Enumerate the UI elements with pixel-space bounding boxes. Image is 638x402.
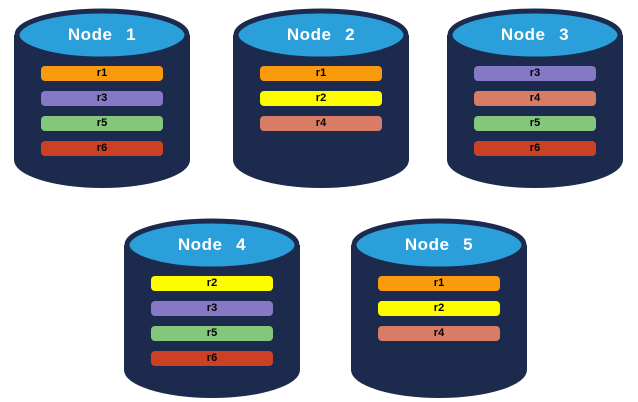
replica-bar-r1: r1 <box>41 66 163 81</box>
replica-bar-r2: r2 <box>378 301 500 316</box>
replica-bar-r6: r6 <box>474 141 596 156</box>
replica-bar-r2: r2 <box>260 91 382 106</box>
node-cylinder: Node 2 r1 r2 r4 <box>231 8 411 190</box>
replica-bar-r6: r6 <box>41 141 163 156</box>
node-title: Node 1 <box>67 25 137 44</box>
replica-bar-r3: r3 <box>474 66 596 81</box>
replica-bar-r4: r4 <box>474 91 596 106</box>
node-cylinder: Node 3 r3 r4 r5 r6 <box>445 8 625 190</box>
replica-bar-r4: r4 <box>378 326 500 341</box>
replica-bar-r3: r3 <box>41 91 163 106</box>
replica-list: r2 r3 r5 r6 <box>151 276 273 376</box>
replica-list: r3 r4 r5 r6 <box>474 66 596 166</box>
replica-bar-r5: r5 <box>151 326 273 341</box>
replica-list: r1 r2 r4 <box>260 66 382 141</box>
replica-bar-r1: r1 <box>378 276 500 291</box>
node-cylinder: Node 1 r1 r3 r5 r6 <box>12 8 192 190</box>
node-title: Node 3 <box>500 25 570 44</box>
replica-bar-r5: r5 <box>474 116 596 131</box>
replica-bar-r3: r3 <box>151 301 273 316</box>
node-title: Node 5 <box>404 235 474 254</box>
node-title: Node 2 <box>286 25 356 44</box>
replica-bar-r5: r5 <box>41 116 163 131</box>
node-cylinder: Node 4 r2 r3 r5 r6 <box>122 218 302 400</box>
replica-bar-r2: r2 <box>151 276 273 291</box>
replica-bar-r6: r6 <box>151 351 273 366</box>
replica-bar-r4: r4 <box>260 116 382 131</box>
replica-list: r1 r2 r4 <box>378 276 500 351</box>
replica-list: r1 r3 r5 r6 <box>41 66 163 166</box>
replica-bar-r1: r1 <box>260 66 382 81</box>
node-cylinder: Node 5 r1 r2 r4 <box>349 218 529 400</box>
node-title: Node 4 <box>177 235 247 254</box>
